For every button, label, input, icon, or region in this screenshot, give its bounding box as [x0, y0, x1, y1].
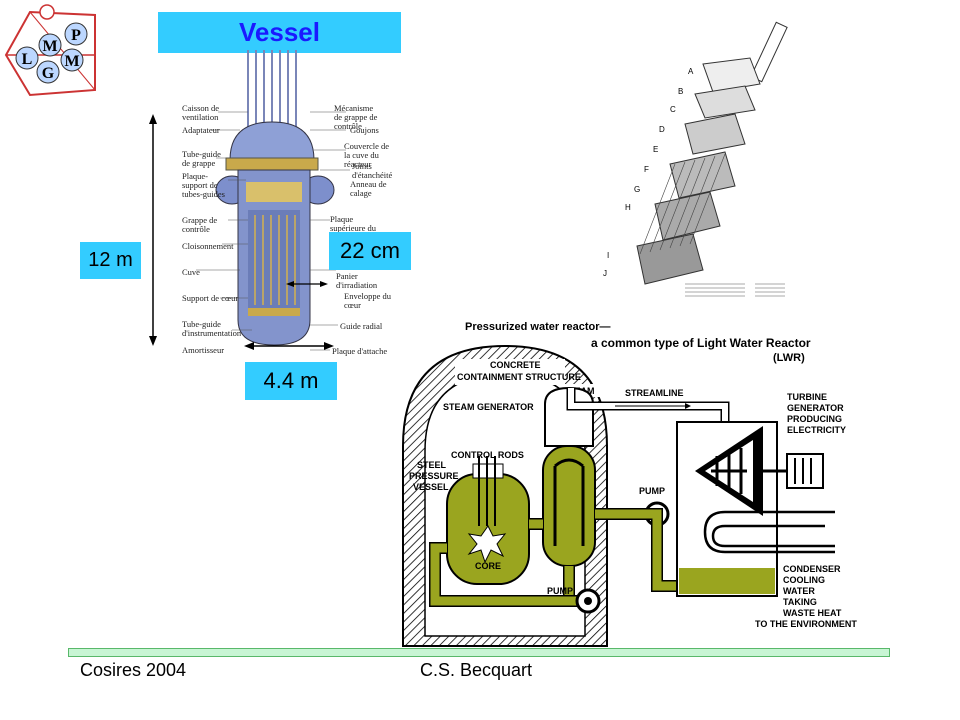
pwr-title-line1: Pressurized water reactor—	[465, 321, 611, 333]
svg-text:A: A	[688, 67, 694, 76]
condenser-label-6: TO THE ENVIRONMENT	[755, 619, 857, 629]
dimension-arrows	[149, 114, 334, 350]
vessel-label: Support de cœur	[182, 293, 239, 303]
vessel-label: Cuve	[182, 267, 200, 277]
vessel-label: Anneau de calage	[350, 179, 387, 198]
vessel-label: Adaptateur	[182, 125, 220, 135]
logo-letters: P L M M G	[15, 22, 88, 84]
vessel-label: Couvercle de la cuve du réacteur	[344, 141, 390, 169]
turbine-label-3: PRODUCING	[787, 414, 842, 424]
vessel-label: Mécanisme de grappe de contrôle	[334, 103, 378, 131]
streamline-label: STREAMLINE	[625, 388, 684, 398]
footer-divider	[68, 648, 890, 657]
turbine-label-2: GENERATOR	[787, 403, 844, 413]
vessel-title: Vessel	[158, 12, 401, 53]
vessel-label: Panier d'irradiation	[336, 271, 378, 290]
condenser-label-4: TAKING	[783, 597, 817, 607]
vessel-label: Enveloppe du cœur	[344, 291, 391, 310]
pwr-title-line2: a common type of Light Water Reactor	[591, 336, 811, 350]
vessel-label: Plaque d'attache	[332, 346, 388, 356]
vessel-label: Joints d'étanchéité	[352, 161, 393, 180]
fuel-assembly-exploded-view: A B C D E F G H I J	[603, 21, 788, 297]
vessel-label: Goujons	[350, 125, 379, 135]
vessel-diameter-label: 4.4 m	[245, 362, 337, 400]
concrete-label: CONCRETE	[490, 360, 541, 370]
footer-author: C.S. Becquart	[420, 660, 533, 680]
vessel-label: Cloisonnement	[182, 241, 234, 251]
condenser-label-1: CONDENSER	[783, 564, 841, 574]
footer-conference: Cosires 2004	[80, 660, 187, 680]
svg-text:F: F	[644, 165, 649, 174]
pump-label-secondary: PUMP	[639, 486, 665, 496]
svg-text:M: M	[42, 38, 57, 55]
svg-text:I: I	[607, 251, 609, 260]
vessel-label: Tube-guide de grappe	[182, 149, 221, 168]
condenser-label-3: WATER	[783, 586, 815, 596]
svg-text:J: J	[603, 269, 607, 278]
vessel-label: Guide radial	[340, 321, 383, 331]
vessel-wall-thickness-label: 22 cm	[329, 232, 411, 270]
pump-label-primary: PUMP	[547, 586, 573, 596]
svg-text:H: H	[625, 203, 631, 212]
svg-text:E: E	[653, 145, 658, 154]
svg-text:C: C	[670, 105, 676, 114]
vessel-label: Caisson de ventilation	[182, 103, 220, 122]
svg-text:D: D	[659, 125, 665, 134]
vessel-height-label: 12 m	[80, 242, 141, 279]
core-label: CORE	[475, 561, 501, 571]
vessel-label-1: STEEL	[417, 460, 447, 470]
condenser-label-5: WASTE HEAT	[783, 608, 842, 618]
svg-text:L: L	[22, 51, 33, 68]
vessel-label-2: PRESSURE	[409, 471, 459, 481]
turbine-label-1: TURBINE	[787, 392, 827, 402]
svg-text:M: M	[64, 53, 79, 70]
vessel-label: Tube-guide d'instrumentation	[182, 319, 242, 338]
reactor-vessel-illustration	[196, 50, 350, 351]
containment-label: CONTAINMENT STRUCTURE	[457, 372, 581, 382]
vessel-label: Plaque-support de tubes-guides	[182, 171, 225, 199]
svg-text:B: B	[678, 87, 683, 96]
pwr-diagram: Pressurized water reactor— a common type…	[402, 321, 857, 647]
steam-generator-label: STEAM GENERATOR	[443, 402, 534, 412]
svg-text:G: G	[634, 185, 640, 194]
condenser-label-2: COOLING	[783, 575, 825, 585]
turbine-label-4: ELECTRICITY	[787, 425, 846, 435]
svg-text:G: G	[42, 65, 55, 82]
vessel-label: Grappe de contrôle	[182, 215, 218, 234]
assembly-letter-labels: A B C D E F G H I J	[603, 67, 694, 278]
vessel-label-3: VESSEL	[413, 482, 449, 492]
pwr-title-line3: (LWR)	[773, 352, 805, 364]
vessel-label: Amortisseur	[182, 345, 225, 355]
lpmm-logo: P L M M G	[4, 4, 96, 97]
control-rods-label: CONTROL RODS	[451, 450, 524, 460]
svg-text:P: P	[71, 27, 81, 44]
